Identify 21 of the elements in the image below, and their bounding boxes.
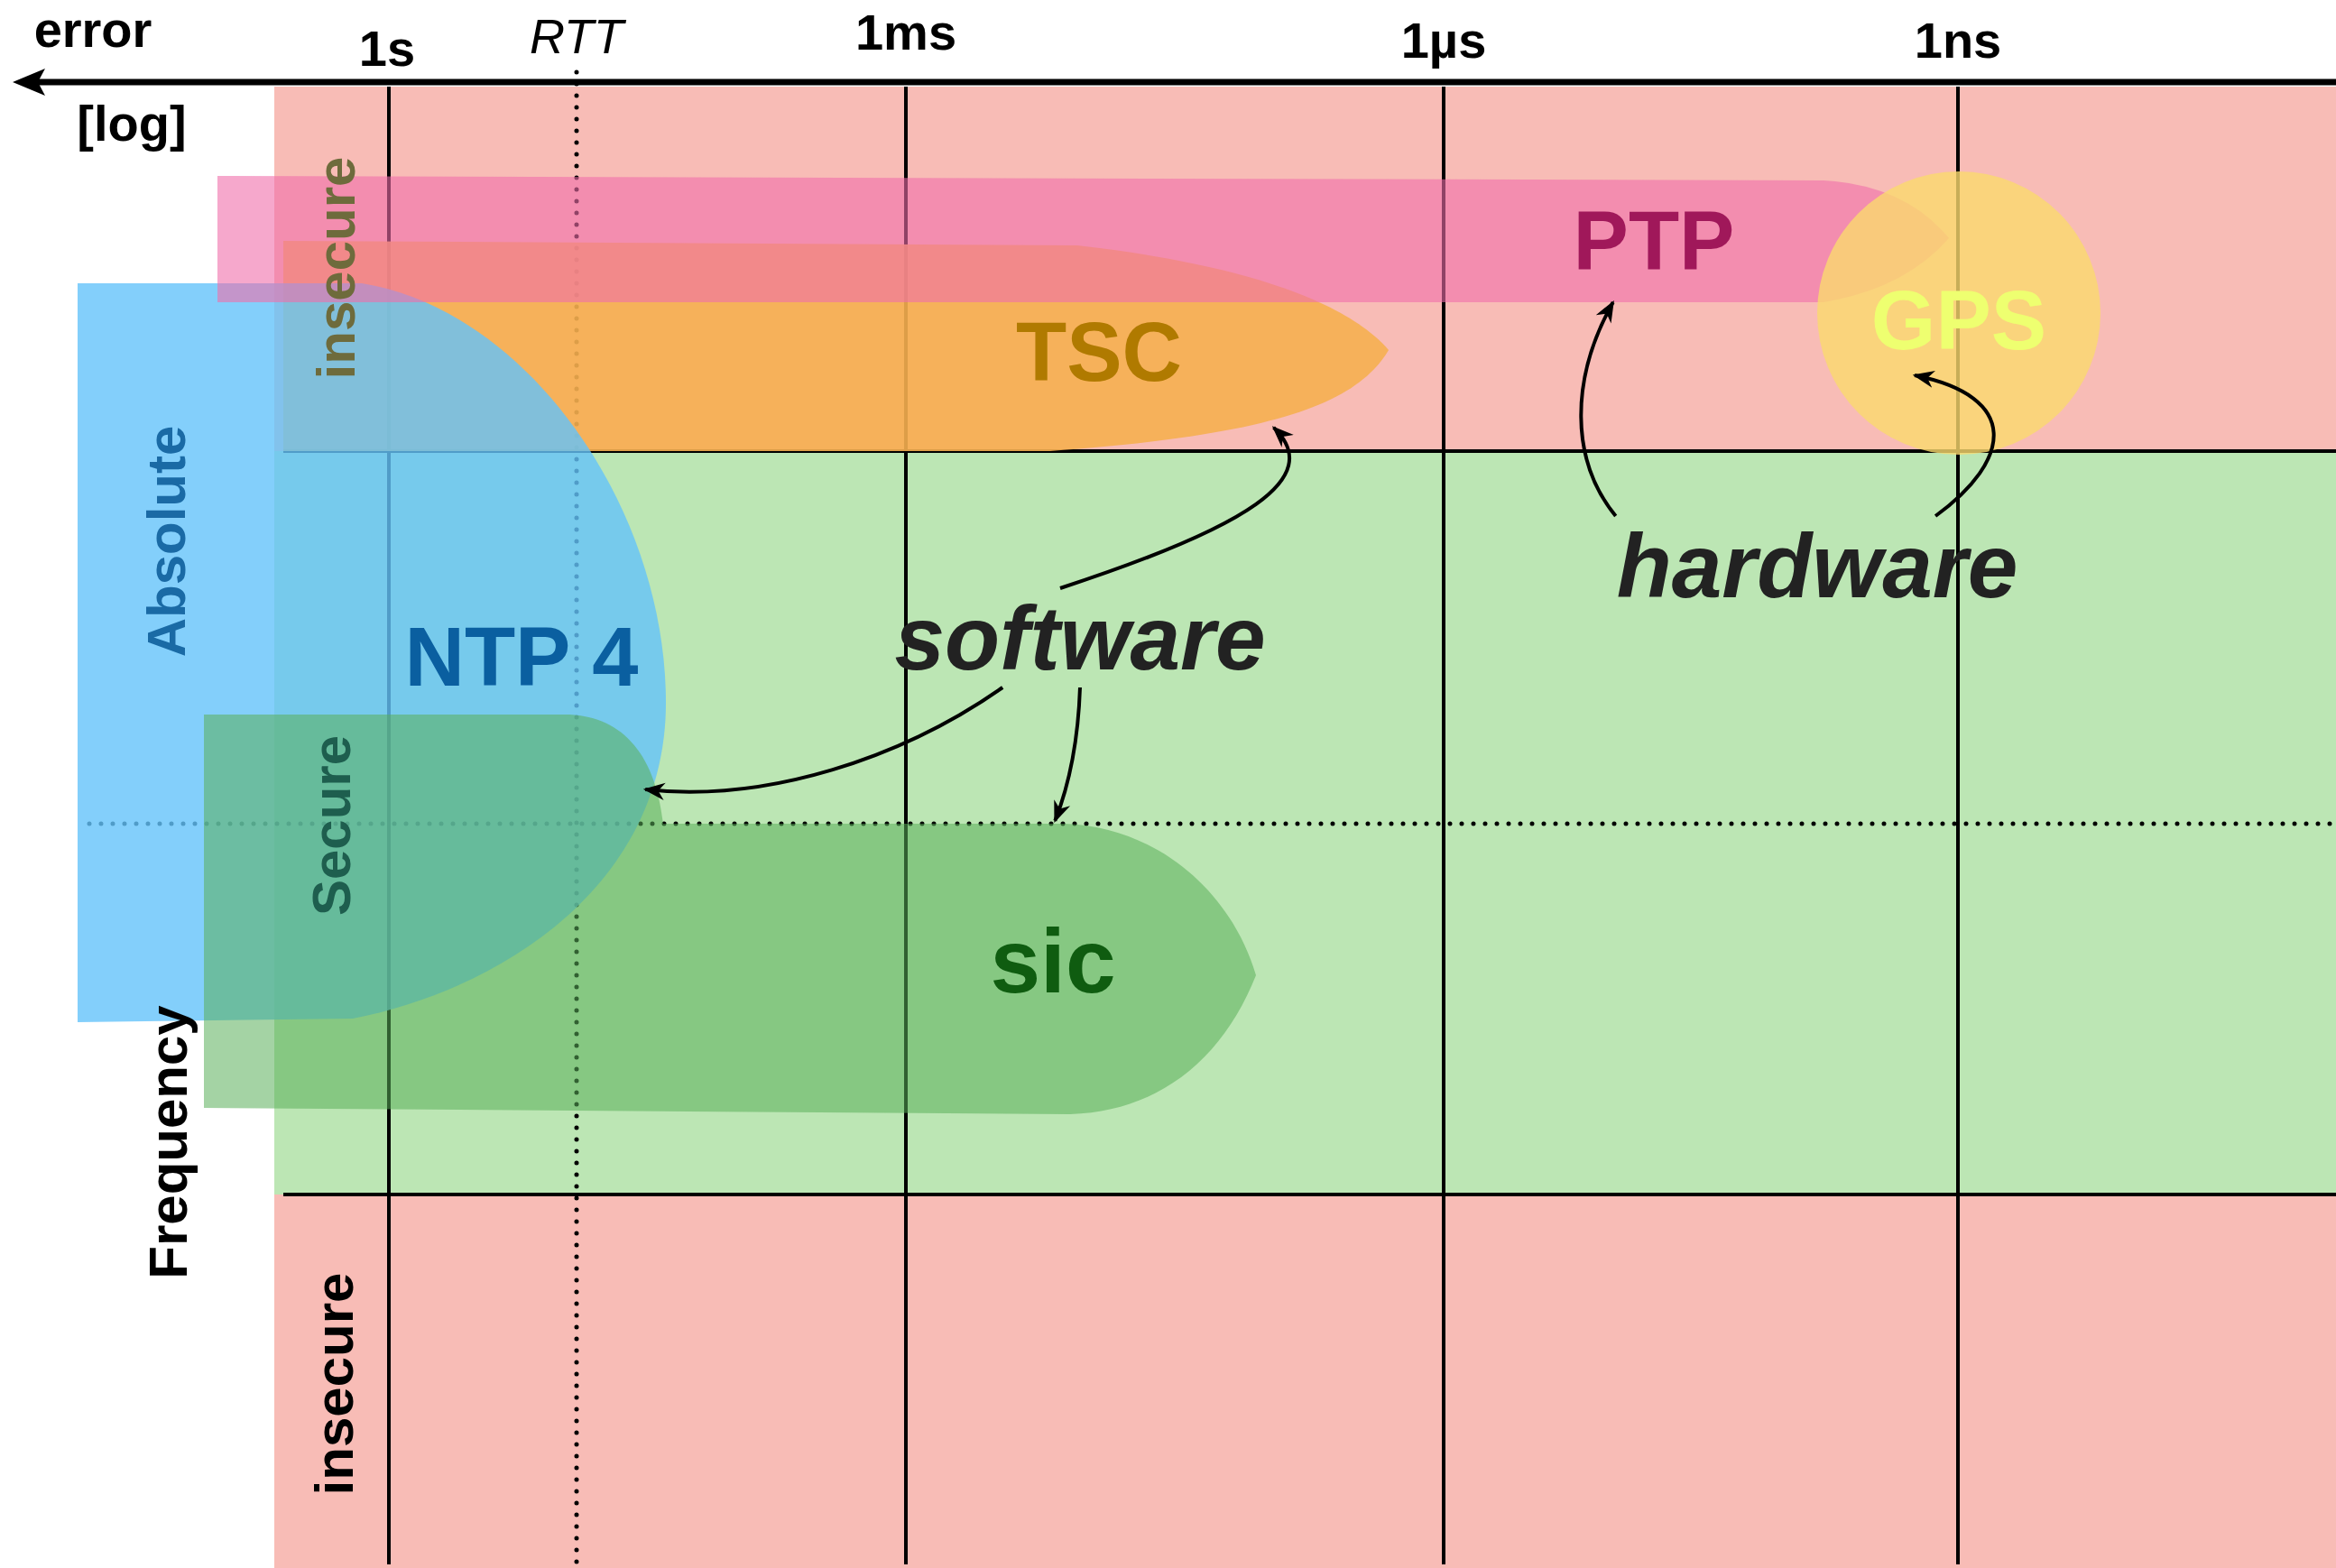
method-region [204,715,1256,1114]
arrow [1579,300,1618,518]
method-circle [1817,171,2101,455]
band-label: insecure [308,1272,362,1496]
category-label: Absolute [140,425,194,658]
method-label: GPS [1870,279,2047,362]
category-label: Frequency [142,1005,196,1279]
arrow [1059,426,1293,590]
method-label: sic [990,916,1116,1006]
arrow [1053,687,1082,824]
method-label: PTP [1573,199,1735,282]
band-label: Secure [305,734,359,917]
method-label: NTP 4 [404,615,639,698]
tick-label: 1ms [854,7,957,58]
band-label: insecure [309,156,364,380]
arrow [1912,372,1996,518]
tick-label: 1s [358,23,416,74]
axis-label: error [33,5,152,55]
tick-label: 1ns [1914,15,2002,66]
method-label: TSC [1016,310,1182,393]
arrow [642,686,1004,800]
